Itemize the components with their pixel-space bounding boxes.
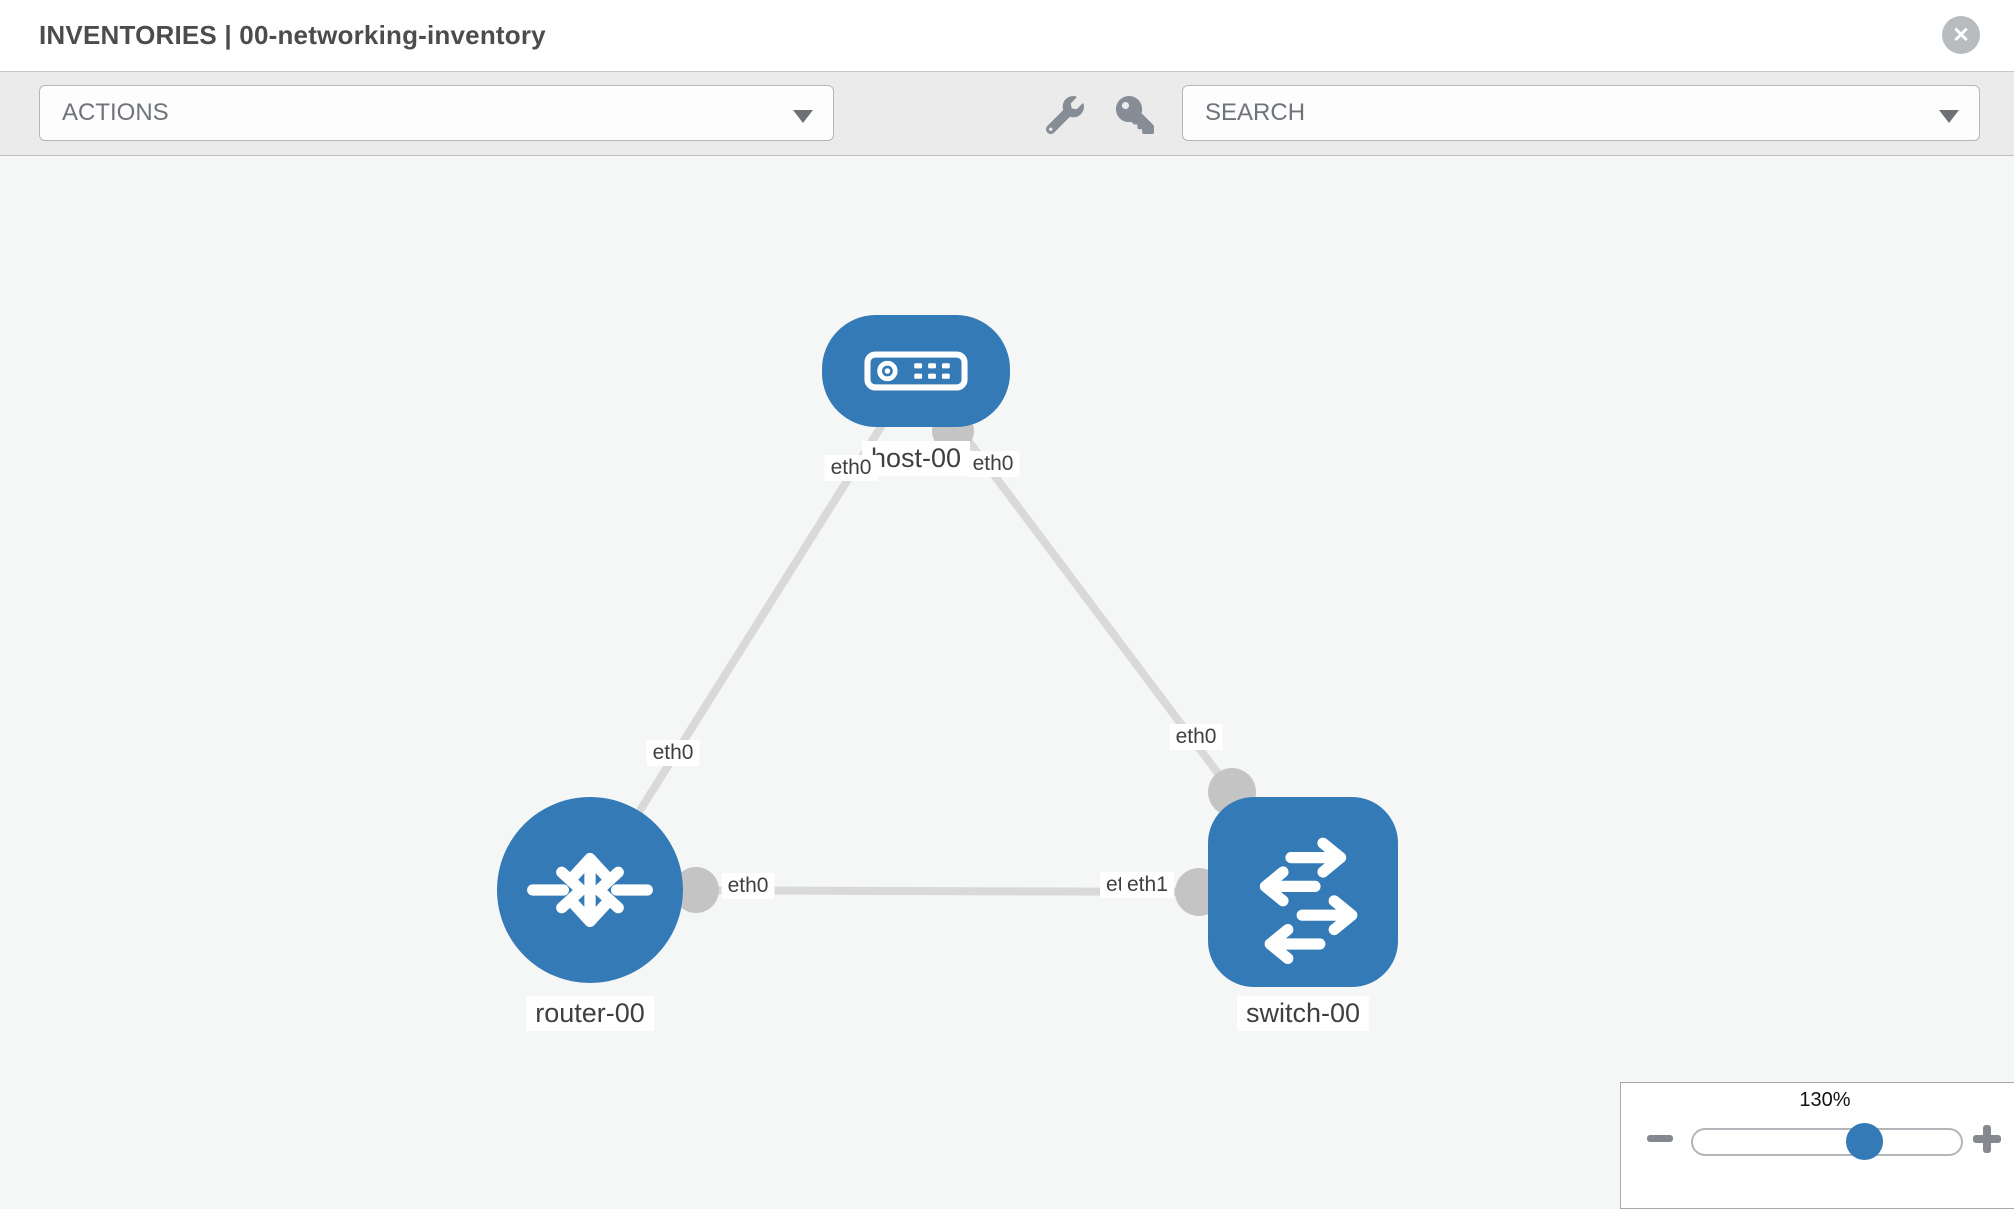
zoom-level-value: 130% bbox=[1799, 1089, 1851, 1111]
close-icon[interactable]: ✕ bbox=[1942, 16, 1980, 54]
zoom-control-panel: 130% bbox=[1620, 1082, 2014, 1209]
iface-label-switch-left-front: eth1 bbox=[1121, 872, 1174, 898]
iface-label-router-right: eth0 bbox=[721, 873, 775, 899]
topology-canvas[interactable] bbox=[0, 156, 2014, 1200]
switch-icon bbox=[1259, 837, 1358, 964]
node-host-00[interactable] bbox=[822, 315, 1010, 427]
iface-label-router-top: eth0 bbox=[646, 740, 700, 766]
actions-dropdown-label: ACTIONS bbox=[62, 99, 169, 126]
zoom-in-plus-icon[interactable] bbox=[1973, 1125, 2001, 1153]
node-switch-00[interactable] bbox=[1208, 797, 1398, 987]
iface-label-host-right: eth0 bbox=[966, 451, 1020, 477]
zoom-slider-thumb[interactable] bbox=[1846, 1123, 1883, 1160]
chevron-down-icon bbox=[1939, 110, 1959, 123]
key-icon[interactable] bbox=[1116, 96, 1154, 134]
search-dropdown-label: SEARCH bbox=[1205, 99, 1306, 126]
search-dropdown[interactable]: SEARCH bbox=[1182, 85, 1980, 141]
node-label-host-00: host-00 bbox=[861, 441, 971, 476]
chevron-down-icon bbox=[793, 110, 813, 123]
node-label-switch-00: switch-00 bbox=[1236, 996, 1370, 1031]
host-icon bbox=[864, 351, 968, 391]
plus-vertical-bar bbox=[1983, 1125, 1991, 1153]
router-icon bbox=[527, 852, 653, 928]
iface-label-host-left: eth0 bbox=[824, 455, 878, 481]
node-label-router-00: router-00 bbox=[526, 996, 654, 1031]
zoom-out-minus-icon[interactable] bbox=[1647, 1135, 1673, 1142]
zoom-slider-track[interactable] bbox=[1691, 1128, 1963, 1156]
iface-label-switch-top: eth0 bbox=[1169, 724, 1223, 750]
panel-header: INVENTORIES | 00-networking-inventory ✕ bbox=[0, 0, 2014, 72]
page-title: INVENTORIES | 00-networking-inventory bbox=[39, 20, 546, 50]
node-router-00[interactable] bbox=[497, 797, 683, 983]
actions-dropdown[interactable]: ACTIONS bbox=[39, 85, 834, 141]
wrench-icon[interactable] bbox=[1045, 96, 1084, 135]
toolbar: ACTIONS SEARCH bbox=[0, 72, 2014, 156]
connector-router-right bbox=[673, 867, 719, 913]
